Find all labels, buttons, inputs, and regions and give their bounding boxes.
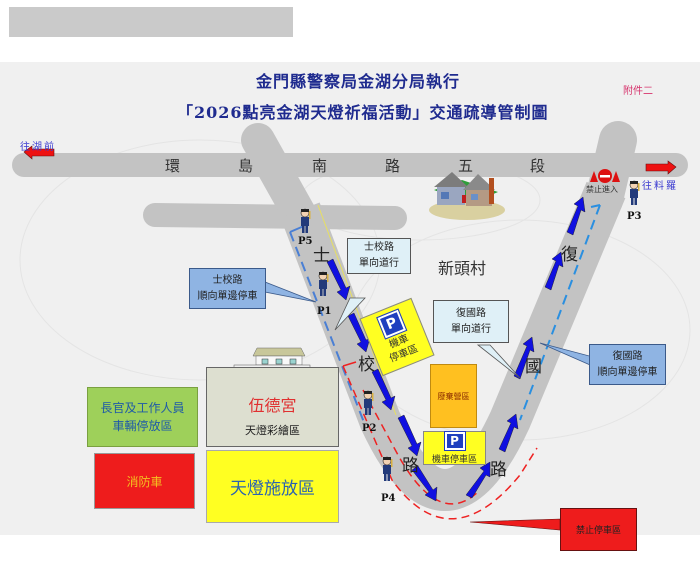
callout-text: 士校路 [364, 242, 394, 253]
main-road-char: 路 [385, 157, 401, 175]
callout-text: 順向單邊停車 [597, 366, 658, 378]
lantern-release-zone: 天燈施放區 [206, 450, 339, 523]
officer-icon [318, 271, 329, 296]
callout-text: 順向單邊停車 [197, 290, 258, 302]
parking-icon: P [443, 430, 466, 451]
callout-text: 復國路 [612, 350, 643, 362]
zone-text: 長官及工作人員 [100, 401, 185, 415]
title-line-1: 金門縣警察局金湖分局執行 [256, 72, 461, 91]
callout-text: 復國路 [456, 307, 486, 319]
officer-icon [300, 208, 311, 233]
moto-parking-zone-2: P 機車停車區 [423, 430, 486, 465]
officer-label-p2: P2 [362, 423, 377, 434]
callout-no-parking: 禁止停車區 [560, 508, 637, 551]
direction-east-label: 往料羅 [642, 181, 678, 192]
fire-truck-zone: 消防車 [94, 453, 195, 509]
temple-name: 伍德宮 [248, 396, 297, 415]
officer-label-p5: P5 [298, 236, 313, 247]
main-road-char: 段 [530, 157, 546, 175]
callout-text: 單向道行 [359, 258, 399, 269]
no-entry-label: 禁止進入 [586, 185, 618, 194]
officer-icon [363, 390, 374, 415]
fuguo-road-char: 國 [525, 357, 542, 377]
officer-label-p3: P3 [627, 211, 642, 222]
abandoned-camp-zone: 廢棄營區 [430, 364, 477, 428]
officer-label-p4: P4 [381, 493, 396, 504]
callout-text: 士校路 [212, 274, 243, 286]
top-gray-bar [9, 7, 293, 37]
zone-text: 廢棄營區 [437, 391, 470, 401]
main-road-char: 南 [312, 157, 328, 175]
attachment-label: 附件二 [623, 86, 653, 97]
zone-text: 消防車 [126, 474, 163, 489]
temple-subtitle: 天燈彩繪區 [245, 424, 300, 437]
zone-text: 車輛停放區 [112, 419, 173, 433]
main-road-char: 島 [238, 157, 254, 175]
title-line-2: 「2026點亮金湖天燈祈福活動」交通疏導管制圖 [177, 103, 549, 122]
shixiao-road-char: 校 [358, 355, 375, 375]
main-road-char: 環 [165, 157, 181, 175]
main-road-char: 五 [458, 157, 474, 175]
callout-shixiao-oneway: 士校路 單向道行 [347, 238, 411, 274]
officer-label-p1: P1 [317, 306, 332, 317]
village-name: 新頭村 [438, 259, 487, 278]
callout-fuguo-parking: 復國路 順向單邊停車 [589, 344, 666, 385]
fuguo-road-char: 復 [561, 245, 578, 265]
zone-text: 機車停車區 [431, 454, 477, 465]
callout-fuguo-oneway: 復國路 單向道行 [433, 300, 509, 343]
officer-icon [629, 180, 640, 205]
direction-west-label: 往湖前 [20, 142, 56, 153]
callout-text: 禁止停車區 [575, 526, 621, 536]
no-entry-icon [590, 169, 620, 183]
officials-parking-zone: 長官及工作人員 車輛停放區 [87, 387, 198, 447]
temple-zone: 伍德宮 天燈彩繪區 [206, 367, 339, 447]
callout-shixiao-parking: 士校路 順向單邊停車 [189, 268, 266, 309]
village-house-icon [429, 172, 505, 220]
zone-text: 天燈施放區 [230, 479, 315, 499]
shixiao-road-char: 路 [402, 456, 419, 476]
shixiao-road-char: 士 [313, 246, 330, 266]
officer-icon [382, 456, 393, 481]
callout-text: 單向道行 [451, 323, 491, 335]
fuguo-road-char: 路 [490, 460, 507, 480]
